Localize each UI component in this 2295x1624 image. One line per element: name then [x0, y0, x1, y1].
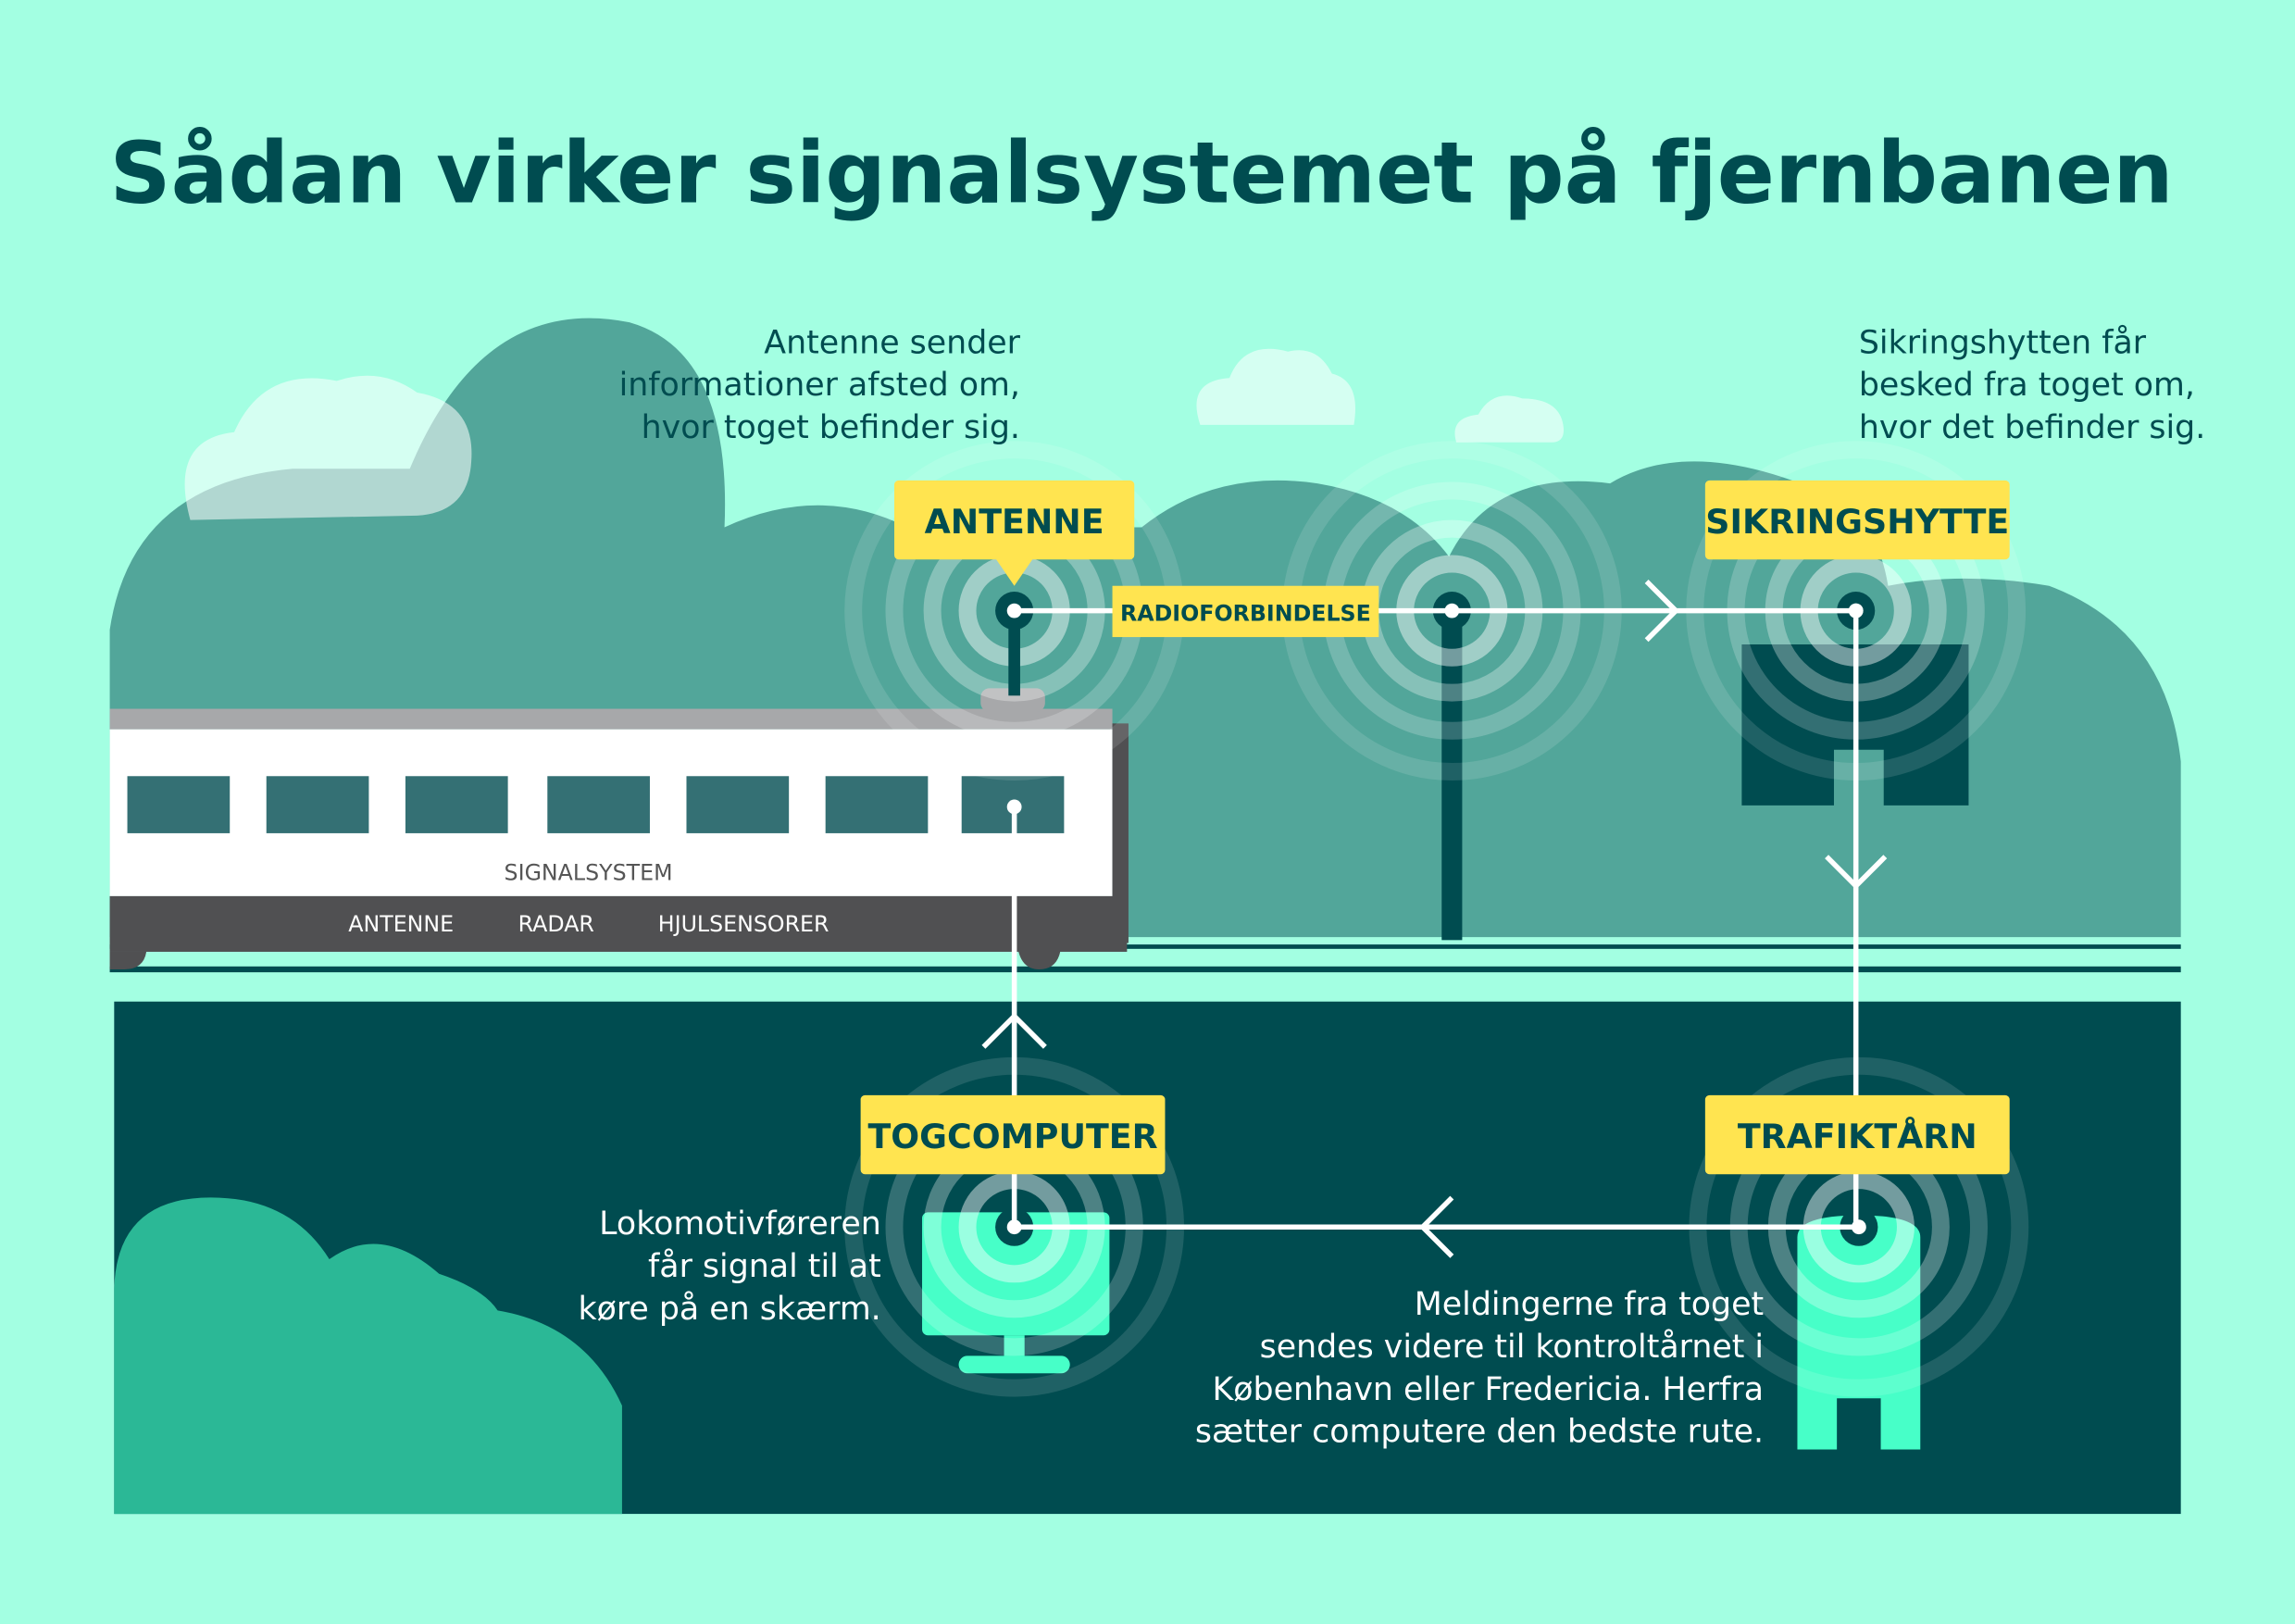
caption-line: informationer afsted om, — [619, 367, 1020, 404]
train-part-radar: RADAR — [518, 911, 594, 937]
page-title: Sådan virker signalsystemet på fjernbane… — [110, 124, 2174, 223]
caption-line: sætter computere den bedste rute. — [1195, 1414, 1764, 1451]
arrow-left-icon — [1418, 1195, 1454, 1258]
caption-line: Lokomotivføreren — [599, 1206, 881, 1243]
caption-line: København eller Fredericia. Herfra — [1212, 1371, 1764, 1408]
caption-line: besked fra toget om, — [1859, 367, 2195, 404]
flow-lines — [981, 580, 1888, 1258]
caption-togcomputer: Lokomotivføreren får signal til at køre … — [578, 1206, 880, 1328]
train-system-label: SIGNALSYSTEM — [505, 860, 673, 886]
label-antenne: ANTENNE — [893, 480, 1135, 586]
caption-line: får signal til at — [648, 1247, 881, 1285]
caption-line: Meldingerne fra toget — [1415, 1286, 1764, 1323]
caption-line: Sikringshytten får — [1859, 323, 2147, 361]
label-trafiktaarn-text: TRAFIKTÅRN — [1738, 1117, 1977, 1156]
label-radio-text: RADIOFORBINDELSE — [1120, 601, 1371, 627]
train-part-hjulsensorer: HJULSENSORER — [658, 911, 829, 937]
bush — [114, 1197, 622, 1515]
label-trafiktaarn: TRAFIKTÅRN — [1704, 1094, 2010, 1175]
caption-trafiktaarn: Meldingerne fra toget sendes videre til … — [1195, 1286, 1764, 1451]
label-radio: RADIOFORBINDELSE — [1112, 585, 1379, 638]
arrow-down-icon — [1825, 855, 1888, 890]
label-togcomputer: TOGCOMPUTER — [860, 1094, 1166, 1175]
caption-sikringshytte: Sikringshytten får besked fra toget om, … — [1859, 323, 2205, 446]
caption-line: hvor det befinder sig. — [1859, 409, 2205, 446]
label-sikringshytte: SIKRINGSHYTTE — [1704, 480, 2010, 560]
caption-line: hvor toget befinder sig. — [642, 409, 1020, 446]
label-togcomputer-text: TOGCOMPUTER — [867, 1117, 1157, 1156]
arrow-right-icon — [1644, 580, 1680, 643]
label-sikringshytte-text: SIKRINGSHYTTE — [1705, 502, 2009, 542]
arrow-up-icon — [981, 1012, 1047, 1049]
clouds — [184, 348, 1565, 520]
train-part-antenne: ANTENNE — [348, 911, 454, 937]
label-antenne-text: ANTENNE — [925, 502, 1104, 542]
caption-line: sendes videre til kontroltårnet i — [1260, 1328, 1765, 1366]
caption-line: Antenne sender — [764, 324, 1020, 361]
caption-antenne: Antenne sender informationer afsted om, … — [619, 324, 1021, 446]
caption-line: køre på en skærm. — [578, 1290, 880, 1328]
